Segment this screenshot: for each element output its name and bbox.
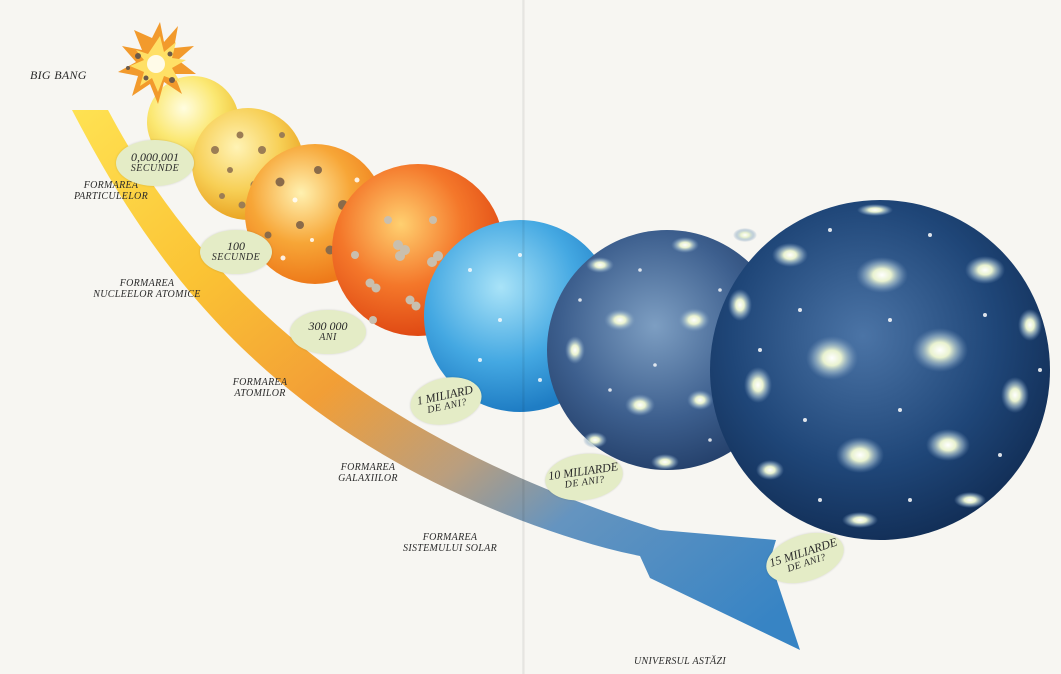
galaxy-icon bbox=[744, 367, 772, 403]
galaxy-icon bbox=[671, 237, 699, 253]
big-bang-label: BIG BANG bbox=[30, 68, 87, 82]
galaxy-icon bbox=[678, 308, 710, 332]
galaxy-icon bbox=[912, 328, 968, 372]
timeline-arrow bbox=[72, 110, 800, 650]
galaxy-icon bbox=[926, 429, 970, 461]
galaxy-icon bbox=[806, 336, 858, 380]
explosion-icon bbox=[118, 22, 196, 104]
galaxy-icon bbox=[965, 256, 1005, 284]
galaxy-icon bbox=[772, 243, 808, 267]
galaxy-icon bbox=[1018, 309, 1042, 341]
galaxy-icon bbox=[625, 394, 655, 416]
galaxy-icon bbox=[756, 460, 784, 480]
galaxy-icon bbox=[604, 309, 636, 331]
galaxy-icon bbox=[856, 257, 908, 293]
galaxy-icon bbox=[728, 289, 752, 321]
galaxy-icon bbox=[651, 454, 679, 470]
galaxy-icon bbox=[857, 204, 893, 216]
galaxy-icon bbox=[954, 492, 986, 508]
page-fold bbox=[522, 0, 525, 674]
sphere-7-universe-today bbox=[710, 200, 1050, 540]
present-label: UNIVERSUL ASTĂZI bbox=[634, 656, 726, 667]
galaxy-icon bbox=[1001, 377, 1029, 413]
galaxy-icon bbox=[842, 512, 878, 528]
galaxy-icon bbox=[565, 336, 585, 364]
galaxy-icon bbox=[687, 390, 713, 410]
galaxy-icon bbox=[733, 228, 757, 242]
galaxy-icon bbox=[836, 437, 884, 473]
galaxy-icon bbox=[583, 432, 607, 448]
galaxy-icon bbox=[586, 257, 614, 273]
